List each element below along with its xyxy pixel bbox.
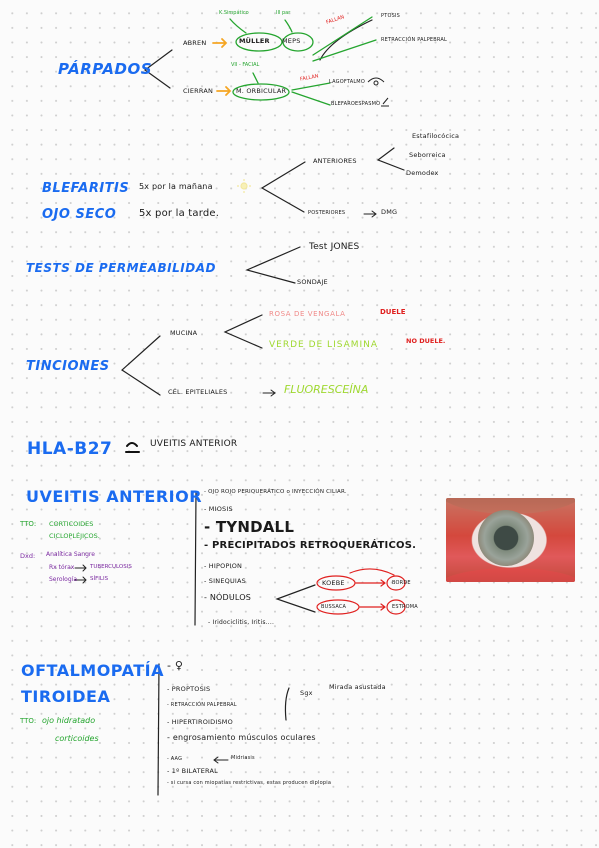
oftalmopatia-title-2: TIROIDEA: [21, 687, 111, 706]
uveitis-item-6: - SINEQUIAS: [204, 577, 246, 585]
cel-epiteliales-label: CÉL. EPITELIALES: [168, 388, 228, 396]
oftalmopatia-item-5: - engrosamiento músculos oculares: [167, 733, 316, 742]
hla-text: UVEITIS ANTERIOR: [150, 439, 238, 449]
posteriores-label: POSTERIORES: [308, 210, 346, 216]
demodex-label: Demodex: [406, 169, 439, 177]
uveitis-dd-3: Serología: [49, 576, 77, 583]
fluoresceina-label: FLUORESCEÍNA: [284, 383, 369, 396]
blefaroespasmo-label: BLEFAROESPASMO: [331, 101, 381, 107]
oftalmopatia-item-1: - ♀: [167, 659, 184, 672]
lagoftalmo-label: LAGOFTALMO: [329, 79, 365, 85]
bussaca-label: BUSSACA: [321, 604, 347, 610]
oftalmopatia-tto-1: ojo hidratado: [42, 716, 96, 725]
oftalmopatia-item-6b: Midriasis: [231, 755, 255, 761]
uveitis-item-7: - NÓDULOS: [204, 593, 252, 602]
oftalmopatia-item-4: - HIPERTIROIDISMO: [167, 718, 233, 726]
iris: [478, 510, 534, 566]
estroma-label: ESTROMA: [392, 604, 418, 610]
oftalmopatia-item-2: - PROPTOSIS: [167, 685, 211, 693]
jones-label: Test JONES: [309, 242, 360, 252]
cierran-label: CIERRAN: [183, 87, 214, 95]
mucina-label: MUCINA: [170, 329, 198, 337]
uveitis-item-1: - OJO ROJO PERIQUERÁTICO o INYECCIÓN CIL…: [204, 489, 347, 495]
oftalmopatia-item-7: - 1º BILATERAL: [167, 767, 218, 775]
oftalmopatia-title-1: OFTALMOPATÍA: [21, 661, 164, 680]
iii-par-label: III par: [276, 10, 291, 16]
anteriores-label: ANTERIORES: [313, 157, 357, 165]
uveitis-tto-label: TTO:: [20, 520, 37, 528]
oftalmopatia-tto-label: TTO:: [20, 717, 37, 725]
uveitis-dd-label: Dxd:: [20, 552, 36, 560]
ojo-seco-title: OJO SECO: [42, 207, 117, 222]
uveitis-item-8: - Iridociclitis, Iritis....: [208, 619, 275, 626]
tinciones-title: TINCIONES: [26, 359, 110, 374]
uveitis-title: UVEITIS ANTERIOR: [26, 487, 203, 506]
red-eye-photo: [446, 498, 575, 582]
no-duele-label: NO DUELE.: [406, 337, 446, 345]
simpatico-label: K.Simpático: [219, 10, 249, 16]
orbicular-label: M. ORBICULAR: [236, 87, 287, 95]
borde-label: BORDE: [392, 580, 411, 586]
seborreica-label: Seborreica: [409, 151, 446, 159]
dose-morning: 5x por la mañana: [139, 182, 213, 191]
hla-title: HLA-B27: [27, 439, 113, 459]
blefaritis-title: BLEFARITIS: [42, 181, 130, 196]
uveitis-tto-1: CORTICOIDES: [49, 520, 94, 528]
dose-afternoon: 5x por la tarde.: [139, 208, 220, 219]
sondaje-label: SONDAJE: [297, 278, 328, 286]
estafilococica-label: Estafilocócica: [412, 132, 460, 140]
tests-title: TESTS DE PERMEABILIDAD: [26, 261, 216, 275]
oftalmopatia-item-6: - AAG: [167, 756, 183, 762]
uveitis-dd-3b: SÍFILIS: [90, 576, 109, 582]
facial-label: VII - FACIAL: [231, 62, 260, 68]
uveitis-dd-1: Analítica Sangre: [46, 551, 95, 558]
mirada-label: Mirada asustada: [329, 683, 386, 691]
uveitis-dd-2b: TUBERCULOSIS: [90, 564, 132, 570]
oftalmopatia-item-3: - RETRACCIÓN PALPEBRAL: [167, 702, 237, 708]
uveitis-item-2: - MIOSIS: [204, 505, 233, 513]
upper-eyelid: [446, 498, 575, 514]
uveitis-item-3: - TYNDALL: [204, 518, 295, 536]
abren-label: ABREN: [183, 39, 207, 47]
rosa-bengala-label: ROSA DE VENGALA: [269, 310, 346, 318]
retraccion-label: RETRACCIÓN PALPEBRAL: [381, 37, 447, 43]
uveitis-item-4: - PRECIPITADOS RETROQUERÁTICOS.: [204, 540, 417, 551]
uveitis-item-5: - HIPOPION: [204, 562, 243, 570]
uveitis-tto-2: CICLOPLÉJICOS.: [49, 532, 100, 540]
koebe-label: KOEBE: [322, 579, 345, 587]
ptosis-label: PTOSIS: [381, 13, 401, 19]
muller-label: MÜLLER: [239, 37, 270, 45]
sgx-label: Sgx: [300, 689, 313, 697]
dmg-label: DMG: [381, 208, 398, 216]
uveitis-dd-2: Rx tórax: [49, 564, 75, 571]
lower-eyelid: [446, 568, 575, 582]
meps-label: MEPS: [282, 37, 301, 45]
verde-lisamina-label: VERDE DE LISAMINA: [269, 340, 379, 350]
parpados-title: PÁRPADOS: [58, 60, 153, 78]
duele-label: DUELE: [380, 308, 406, 316]
oftalmopatia-item-8: - si cursa con miopatías restrictivas, e…: [167, 780, 332, 786]
oftalmopatia-tto-2: corticoides: [55, 734, 99, 743]
